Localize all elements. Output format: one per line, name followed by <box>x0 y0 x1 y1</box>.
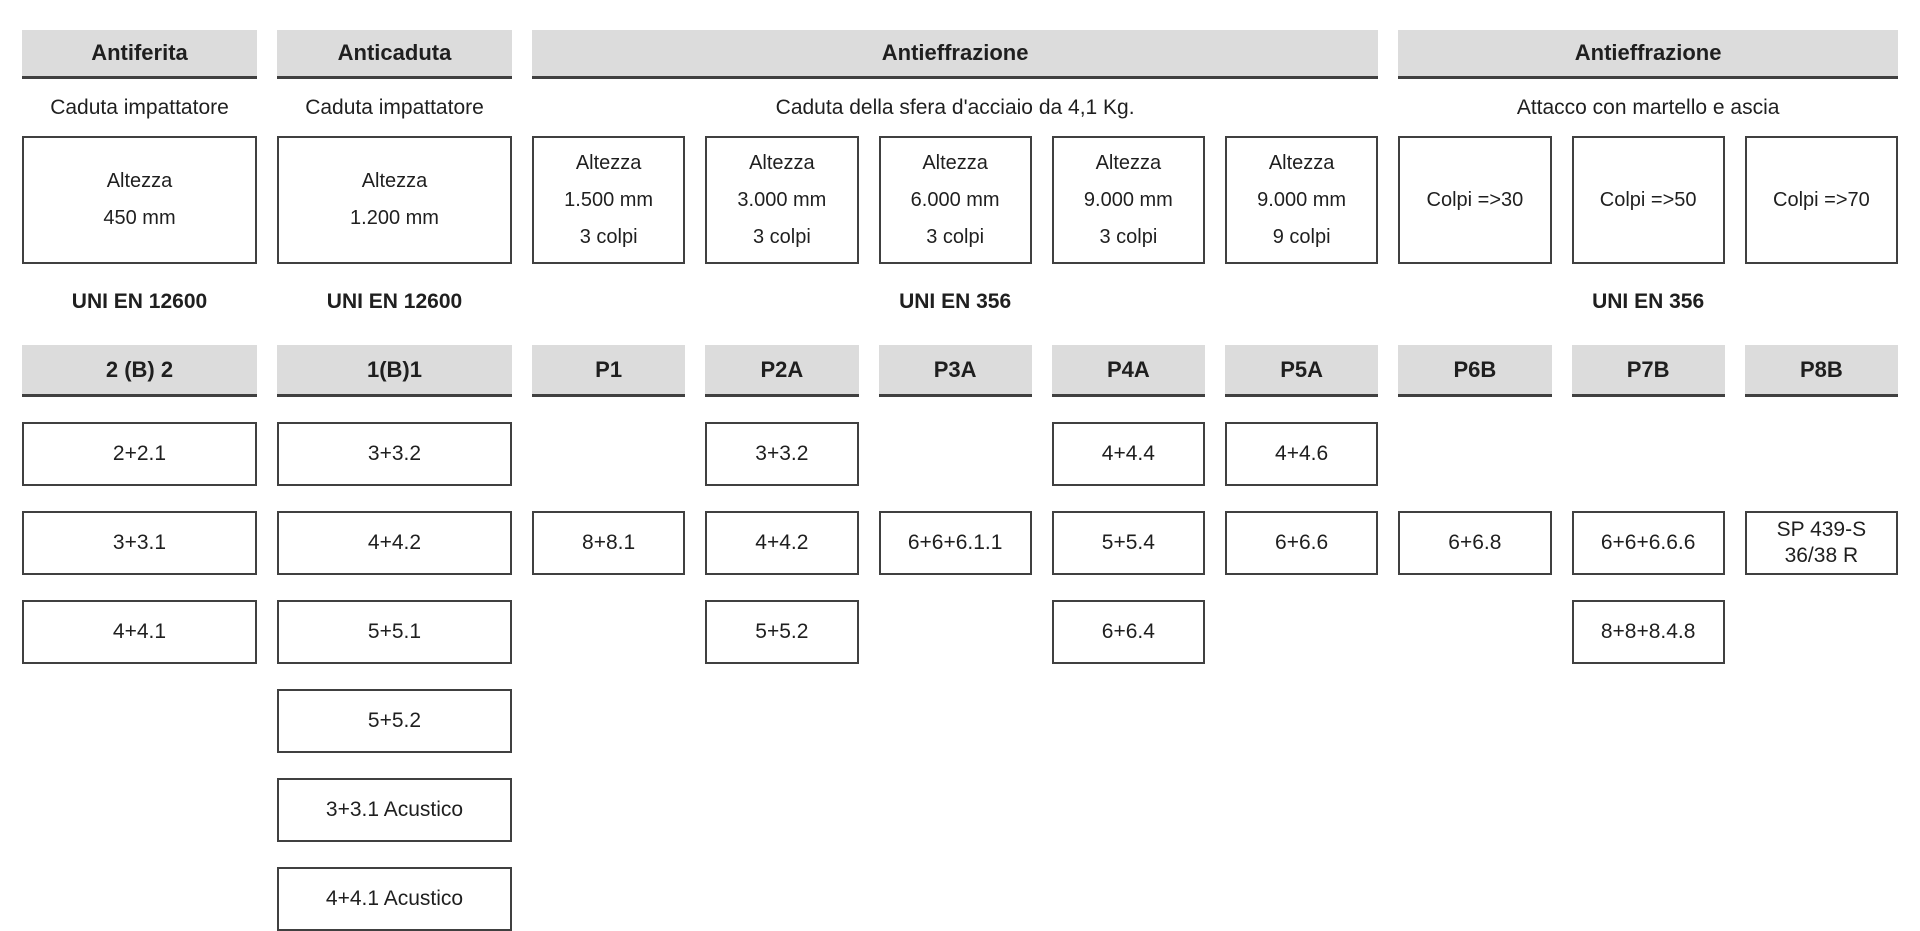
condition-box-colpi-30: Colpi =>30 <box>1398 136 1552 264</box>
glass-composition-cell: 5+5.4 <box>1051 511 1205 575</box>
glass-composition-cell: 4+4.1 Acustico <box>277 867 512 931</box>
category-header-antieffrazione-sfera: Antieffrazione <box>532 30 1379 79</box>
class-header-p2a: P2A <box>705 345 859 397</box>
glass-composition-cell: 4+4.4 <box>1051 422 1205 486</box>
condition-box-altezza-3000: Altezza 3.000 mm 3 colpi <box>705 136 859 264</box>
glass-composition-cell: 6+6+6.6.6 <box>1571 511 1725 575</box>
composition-row-3: 4+4.1 5+5.1 5+5.2 6+6.4 8+8+8.4.8 <box>22 600 1898 664</box>
condition-box-altezza-1500: Altezza 1.500 mm 3 colpi <box>532 136 686 264</box>
test-description-row: Caduta impattatore Caduta impattatore Ca… <box>22 95 1898 121</box>
category-header-anticaduta: Anticaduta <box>277 30 512 79</box>
glass-composition-cell: 6+6.4 <box>1051 600 1205 664</box>
condition-box-altezza-9000-9colpi: Altezza 9.000 mm 9 colpi <box>1225 136 1379 264</box>
test-description-martello-ascia: Attacco con martello e ascia <box>1516 96 1780 119</box>
test-condition-row: Altezza 450 mm Altezza 1.200 mm Altezza … <box>22 136 1898 264</box>
composition-row-2: 3+3.1 4+4.2 8+8.1 4+4.2 6+6+6.1.1 5+5.4 … <box>22 511 1898 575</box>
standard-label-uni-en-356-b: UNI EN 356 <box>1592 290 1705 313</box>
glass-composition-cell: 5+5.2 <box>277 689 512 753</box>
standard-label-uni-en-356-a: UNI EN 356 <box>899 290 1012 313</box>
glass-composition-cell: 6+6.8 <box>1398 511 1552 575</box>
class-header-p7b: P7B <box>1571 345 1725 397</box>
class-header-p8b: P8B <box>1744 345 1898 397</box>
class-header-p5a: P5A <box>1225 345 1379 397</box>
composition-row-1: 2+2.1 3+3.2 3+3.2 4+4.4 4+4.6 <box>22 422 1898 486</box>
class-header-p6b: P6B <box>1398 345 1552 397</box>
category-header-row: Antiferita Anticaduta Antieffrazione Ant… <box>22 30 1898 79</box>
glass-composition-cell: 2+2.1 <box>22 422 257 486</box>
glass-composition-cell: 5+5.1 <box>277 600 512 664</box>
glass-composition-cell: 8+8+8.4.8 <box>1571 600 1725 664</box>
glass-composition-cell: 3+3.1 Acustico <box>277 778 512 842</box>
condition-box-altezza-450: Altezza 450 mm <box>22 136 257 264</box>
test-description-sfera-acciaio: Caduta della sfera d'acciaio da 4,1 Kg. <box>775 96 1135 119</box>
glass-composition-cell: 6+6+6.1.1 <box>878 511 1032 575</box>
condition-box-altezza-9000-3colpi: Altezza 9.000 mm 3 colpi <box>1051 136 1205 264</box>
category-header-antieffrazione-martello: Antieffrazione <box>1398 30 1898 79</box>
glass-composition-cell: 3+3.1 <box>22 511 257 575</box>
glass-composition-cell: 3+3.2 <box>277 422 512 486</box>
category-header-antiferita: Antiferita <box>22 30 257 79</box>
composition-row-5: 3+3.1 Acustico <box>22 778 1898 842</box>
condition-box-colpi-50: Colpi =>50 <box>1571 136 1725 264</box>
composition-row-4: 5+5.2 <box>22 689 1898 753</box>
glass-composition-cell: 4+4.2 <box>277 511 512 575</box>
glass-composition-cell: 8+8.1 <box>532 511 686 575</box>
test-description-antiferita: Caduta impattatore <box>50 96 229 119</box>
class-header-row: 2 (B) 2 1(B)1 P1 P2A P3A P4A P5A P6B P7B… <box>22 345 1898 397</box>
class-header-p3a: P3A <box>878 345 1032 397</box>
class-header-p4a: P4A <box>1051 345 1205 397</box>
glass-composition-cell: 4+4.6 <box>1225 422 1379 486</box>
glass-composition-cell: SP 439-S 36/38 R <box>1744 511 1898 575</box>
glass-composition-cell: 4+4.1 <box>22 600 257 664</box>
condition-box-colpi-70: Colpi =>70 <box>1744 136 1898 264</box>
condition-box-altezza-1200: Altezza 1.200 mm <box>277 136 512 264</box>
class-header-1b1: 1(B)1 <box>277 345 512 397</box>
standard-label-uni-en-12600-b: UNI EN 12600 <box>326 290 463 313</box>
composition-row-6: 4+4.1 Acustico <box>22 867 1898 931</box>
standard-label-uni-en-12600-a: UNI EN 12600 <box>71 290 208 313</box>
glass-composition-cell: 5+5.2 <box>705 600 859 664</box>
standard-row: UNI EN 12600 UNI EN 12600 UNI EN 356 UNI… <box>22 288 1898 316</box>
condition-box-altezza-6000: Altezza 6.000 mm 3 colpi <box>878 136 1032 264</box>
test-description-anticaduta: Caduta impattatore <box>305 96 484 119</box>
glass-composition-cell: 4+4.2 <box>705 511 859 575</box>
glass-composition-cell: 3+3.2 <box>705 422 859 486</box>
class-header-p1: P1 <box>532 345 686 397</box>
glass-composition-cell: 6+6.6 <box>1225 511 1379 575</box>
class-header-2b2: 2 (B) 2 <box>22 345 257 397</box>
